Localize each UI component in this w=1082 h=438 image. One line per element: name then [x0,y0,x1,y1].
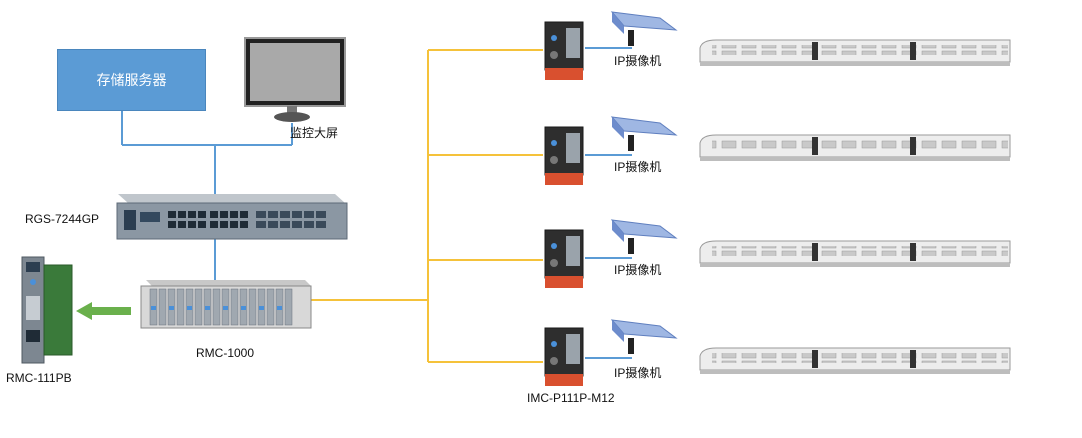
poe-converter-2 [544,126,584,185]
train-icon-4 [699,347,1011,374]
monitor-wall-label: 监控大屏 [290,126,339,140]
core-switch-label: RGS-7244GP [25,212,100,226]
poe-converter-3 [544,229,584,288]
camera-icon-1 [610,11,678,46]
poe-converter-label: IMC-P111P-M12 [527,391,615,405]
storage-server-label: 存储服务器 [96,72,167,88]
ethernet-links [121,47,632,359]
storage-server: 存储服务器 [57,49,206,111]
poe-converter-4 [544,327,584,386]
core-switch [116,194,348,240]
media-chassis-label: RMC-1000 [196,346,255,360]
monitor-wall [244,37,346,122]
chassis-slot-leds [151,306,282,310]
camera-label-4: IP摄像机 [614,366,662,380]
media-chassis [140,280,312,329]
switch-sfp-ports [256,211,326,228]
camera-icon-2 [610,116,678,151]
camera-icon-4 [610,319,678,354]
media-card-label: RMC-111PB [6,371,72,385]
fiber-links [310,49,543,363]
switch-rj45-ports [168,211,248,228]
camera-label-3: IP摄像机 [614,263,662,277]
insert-arrow [76,302,131,320]
train-icon-2 [699,134,1011,161]
train-icon-3 [699,240,1011,267]
camera-label-1: IP摄像机 [614,54,662,68]
media-card [21,256,73,364]
camera-icon-3 [610,219,678,254]
train-icon-1 [699,39,1011,66]
poe-converter-1 [544,21,584,80]
camera-label-2: IP摄像机 [614,160,662,174]
